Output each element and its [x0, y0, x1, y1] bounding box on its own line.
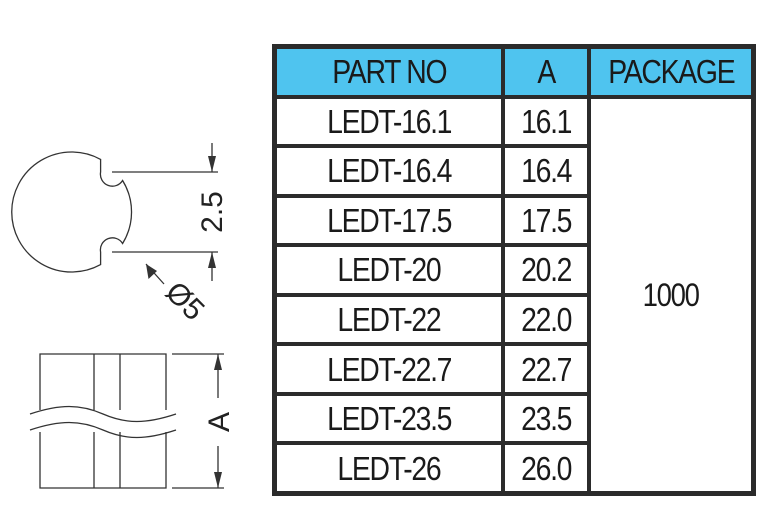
a-value-cell: 16.4: [505, 148, 587, 194]
slot-dimension-label: 2.5: [196, 191, 229, 233]
spacer-top-view-outline: [11, 151, 133, 273]
break-line-upper: [29, 405, 177, 423]
length-dimension-label: A: [203, 412, 236, 432]
part-no-cell: LEDT-23.5: [277, 395, 501, 442]
side-view-outline-lower: [39, 432, 167, 489]
part-no-cell: LEDT-22: [277, 296, 501, 343]
a-value-cell: 26.0: [505, 445, 587, 491]
a-value-cell: 16.1: [505, 98, 587, 145]
part-no-cell: LEDT-20: [277, 247, 501, 293]
arrow-slot-bottom: [208, 252, 216, 268]
header-a: A: [505, 49, 587, 95]
technical-drawing: 2.5 Ø5 A: [11, 143, 236, 489]
arrow-a-bottom: [214, 472, 222, 488]
arrow-diameter: [146, 264, 157, 279]
header-part-no: PART NO: [277, 49, 501, 95]
header-package: PACKAGE: [591, 49, 751, 95]
break-line-lower: [29, 421, 177, 439]
side-view-outline-upper: [39, 353, 167, 410]
part-no-cell: LEDT-26: [277, 445, 501, 491]
a-value-cell: 22.7: [505, 346, 587, 392]
part-no-cell: LEDT-17.5: [277, 197, 501, 244]
part-no-cell: LEDT-16.1: [277, 98, 501, 145]
arrow-slot-top: [208, 156, 216, 172]
part-table: PART NO A PACKAGE LEDT-16.1 16.1 LEDT-16…: [272, 44, 756, 496]
a-value-cell: 23.5: [505, 395, 587, 442]
part-no-cell: LEDT-22.7: [277, 346, 501, 392]
a-value-cell: 20.2: [505, 247, 587, 293]
a-value-cell: 17.5: [505, 197, 587, 244]
part-no-cell: LEDT-16.4: [277, 148, 501, 194]
a-value-cell: 22.0: [505, 296, 587, 343]
package-cell: 1000: [591, 98, 751, 491]
arrow-a-top: [214, 354, 222, 370]
diameter-dimension-label: Ø5: [159, 275, 211, 327]
